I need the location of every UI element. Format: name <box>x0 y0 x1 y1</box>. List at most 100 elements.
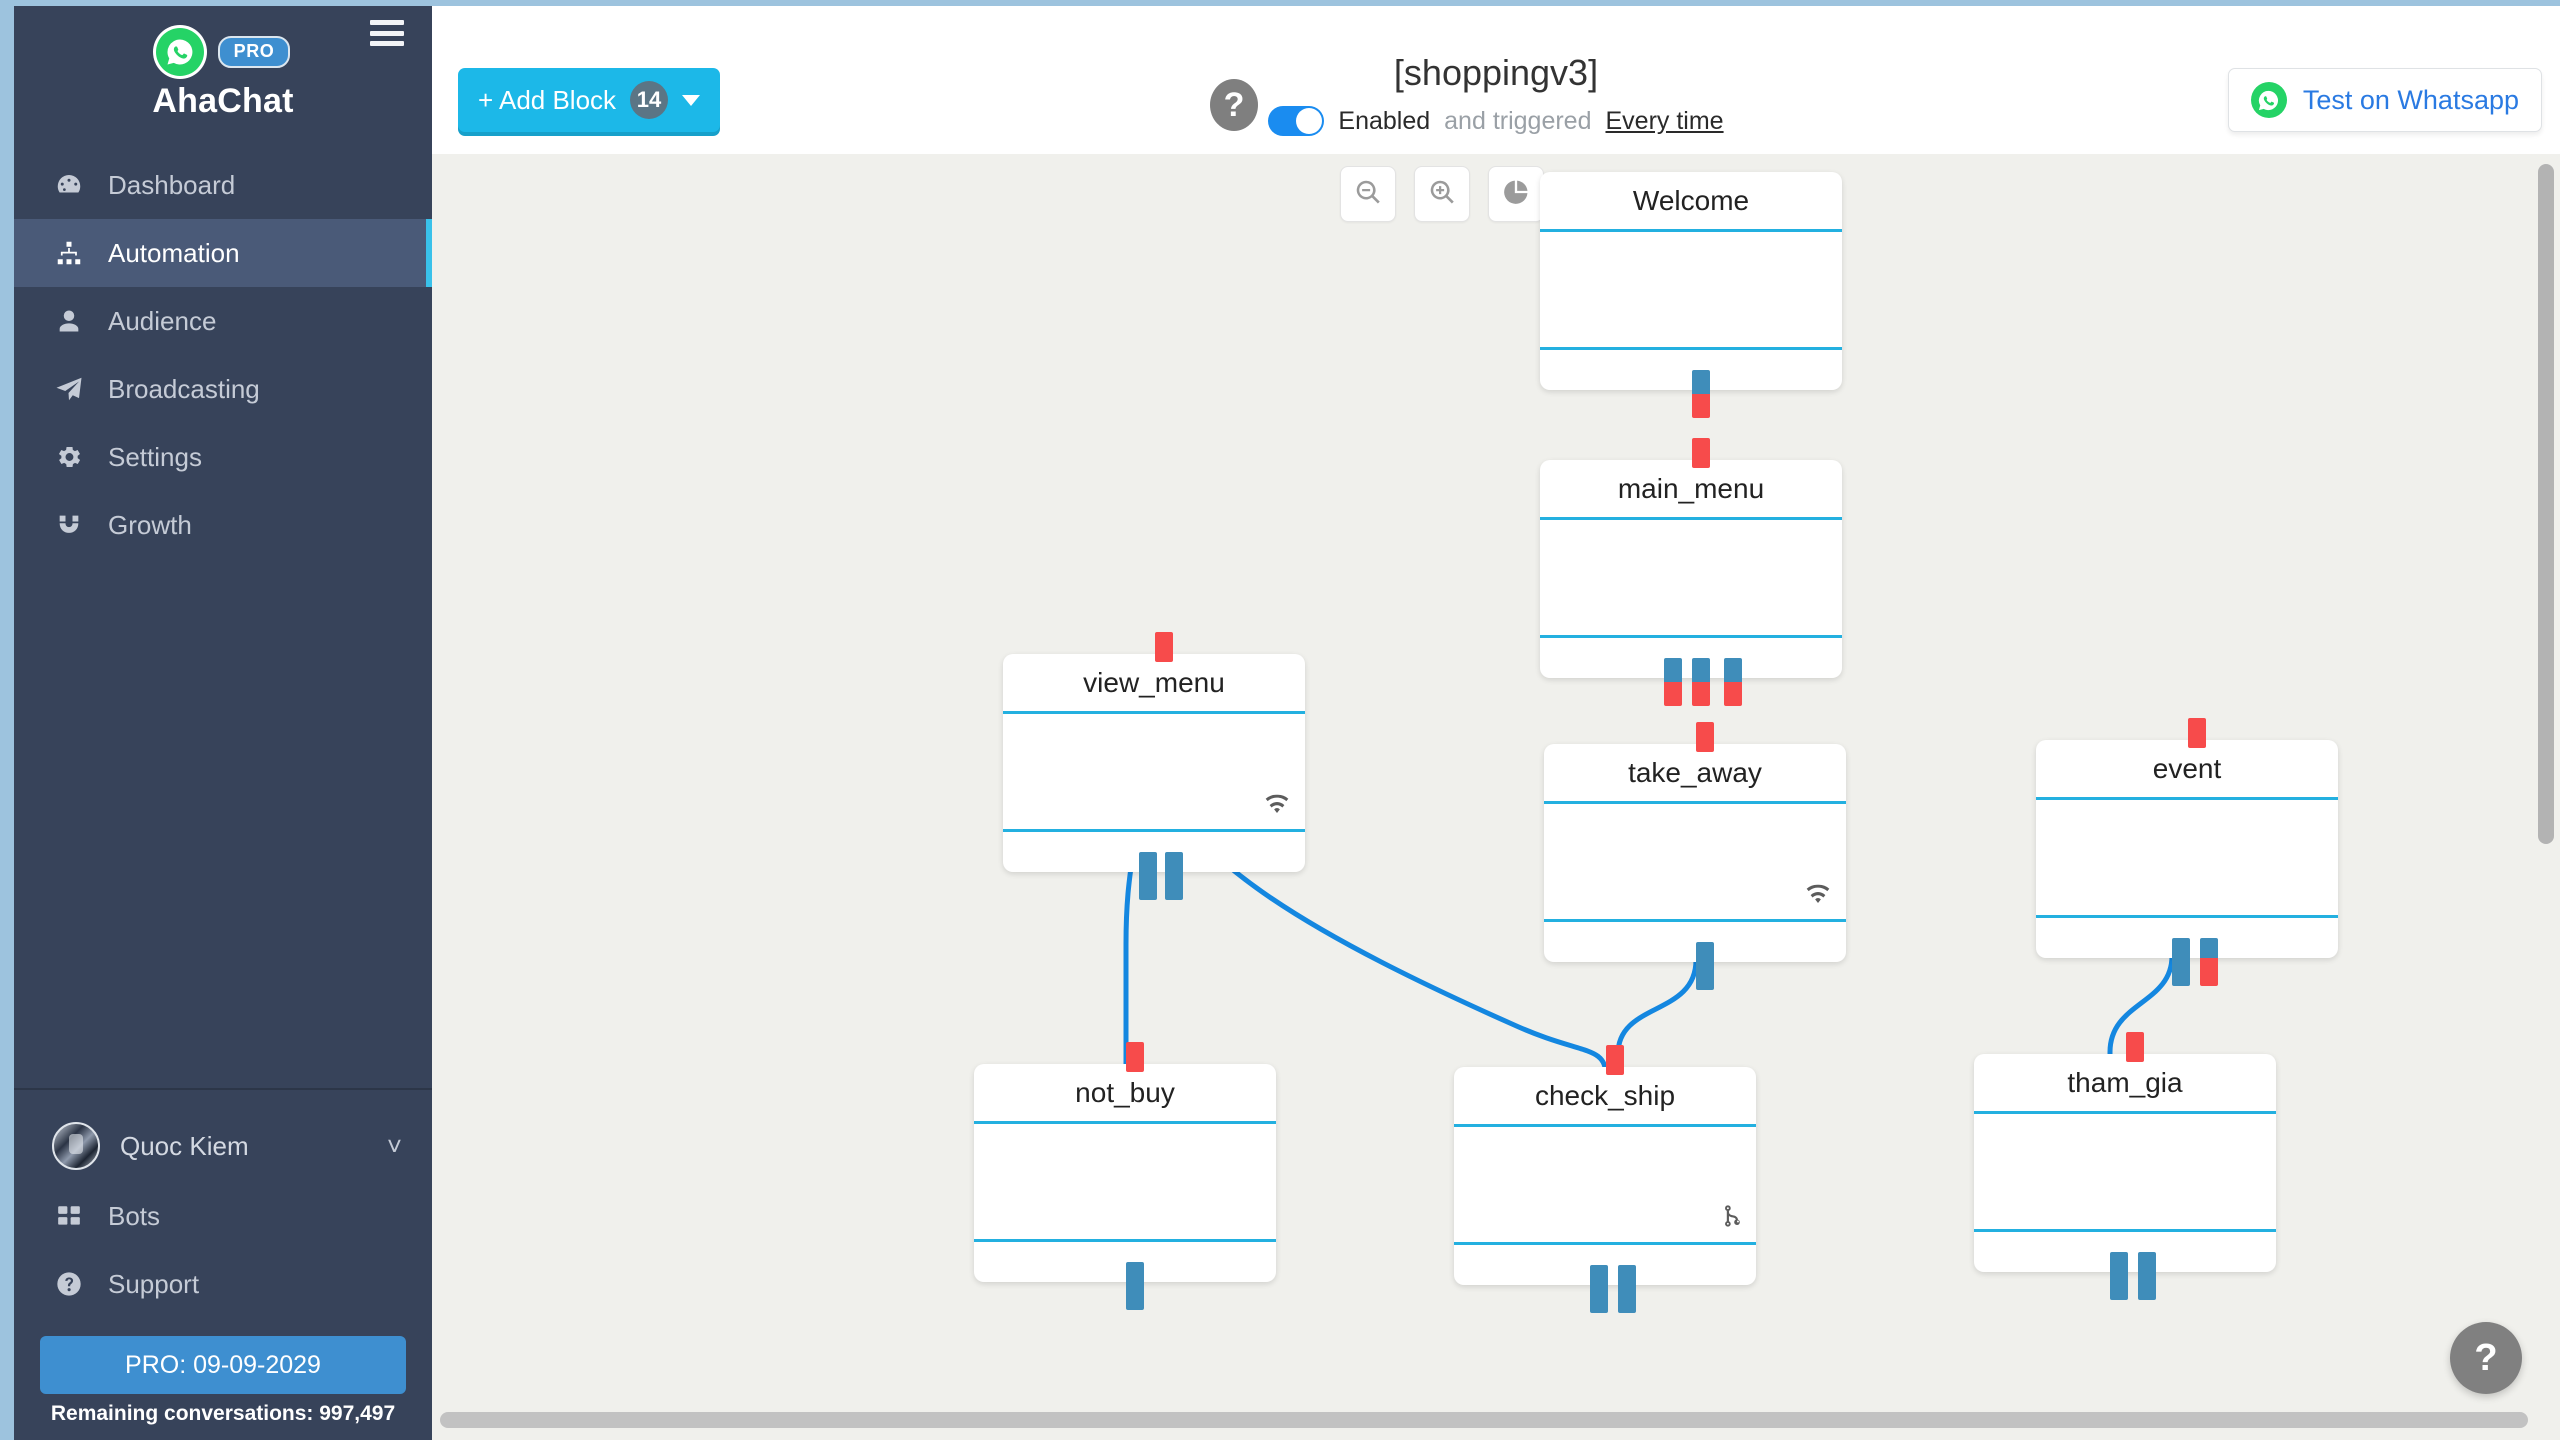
sidebar-item-label: Dashboard <box>108 170 235 201</box>
flow-node-output-port[interactable] <box>1165 852 1183 900</box>
zoom-toolbar <box>1340 166 1544 222</box>
flow-node-input-port[interactable] <box>1696 722 1714 752</box>
chevron-down-icon[interactable]: ˅ <box>387 1131 402 1162</box>
hamburger-icon[interactable] <box>370 20 404 46</box>
sidebar-footer: Quoc Kiem ˅ Bots Support PRO: 09-09-2029… <box>14 1088 432 1440</box>
flow-node-footer <box>1544 922 1846 962</box>
flow-node-check_ship[interactable]: check_ship <box>1454 1067 1756 1285</box>
wifi-icon <box>1263 794 1291 821</box>
sidebar-item-dashboard[interactable]: Dashboard <box>14 151 432 219</box>
sidebar-item-label: Automation <box>108 238 240 269</box>
flow-node-title: tham_gia <box>1974 1054 2276 1114</box>
wifi-icon <box>1804 884 1832 911</box>
flow-node-footer <box>1540 638 1842 678</box>
flow-node-title: not_buy <box>974 1064 1276 1124</box>
flow-node-output-port[interactable] <box>1692 658 1710 706</box>
flow-node-input-port[interactable] <box>1606 1045 1624 1075</box>
sidebar-item-audience[interactable]: Audience <box>14 287 432 355</box>
horizontal-scrollbar[interactable] <box>440 1412 2528 1428</box>
flow-node-input-port[interactable] <box>1126 1042 1144 1072</box>
magnifier-plus-icon <box>1427 177 1457 212</box>
code-branch-icon <box>1722 1203 1742 1234</box>
flow-node-output-port[interactable] <box>2138 1252 2156 1300</box>
profile-name: Quoc Kiem <box>120 1131 367 1162</box>
flow-canvas[interactable]: Welcome main_menu view_menu take_away event n… <box>432 154 2560 1440</box>
status-enabled-label: Enabled <box>1338 107 1430 136</box>
sidebar-item-support[interactable]: Support <box>14 1250 432 1318</box>
sidebar-item-growth[interactable]: Growth <box>14 491 432 559</box>
sidebar-item-label: Settings <box>108 442 202 473</box>
trigger-link[interactable]: Every time <box>1605 107 1723 136</box>
flow-node-title: check_ship <box>1454 1067 1756 1127</box>
flow-node-take_away[interactable]: take_away <box>1544 744 1846 962</box>
sidebar-item-label: Audience <box>108 306 216 337</box>
flow-node-body <box>1454 1127 1756 1245</box>
flow-node-body <box>974 1124 1276 1242</box>
flow-node-body <box>1540 232 1842 350</box>
sidebar-item-label: Bots <box>108 1201 160 1232</box>
pro-expiry-button[interactable]: PRO: 09-09-2029 <box>40 1336 406 1394</box>
flow-node-output-port[interactable] <box>2110 1252 2128 1300</box>
user-icon <box>52 306 86 336</box>
flow-node-output-port[interactable] <box>1126 1262 1144 1310</box>
flow-node-input-port[interactable] <box>2188 718 2206 748</box>
sidebar-item-settings[interactable]: Settings <box>14 423 432 491</box>
magnifier-minus-icon <box>1353 177 1383 212</box>
sidebar-nav: Dashboard Automation Audience Broadcasti… <box>14 151 432 559</box>
zoom-out-button[interactable] <box>1340 166 1396 222</box>
remaining-conversations: Remaining conversations: 997,497 <box>14 1402 432 1432</box>
whatsapp-icon <box>156 28 204 76</box>
floating-help-button[interactable]: ? <box>2450 1322 2522 1394</box>
topbar: + Add Block 14 ? [shoppingv3] Enabled an… <box>432 6 2560 154</box>
whatsapp-icon <box>2251 82 2287 118</box>
sidebar-header: PRO AhaChat <box>14 6 432 121</box>
flow-node-title: take_away <box>1544 744 1846 804</box>
main-area: + Add Block 14 ? [shoppingv3] Enabled an… <box>432 0 2560 1440</box>
sidebar-item-automation[interactable]: Automation <box>14 219 432 287</box>
status-middle-label: and triggered <box>1444 107 1591 136</box>
flow-node-title: view_menu <box>1003 654 1305 714</box>
flow-node-main_menu[interactable]: main_menu <box>1540 460 1842 678</box>
sidebar-item-label: Broadcasting <box>108 374 260 405</box>
flow-node-output-port[interactable] <box>1692 370 1710 418</box>
paper-plane-icon <box>52 374 86 404</box>
caret-down-icon[interactable] <box>682 95 700 106</box>
question-mark-icon: ? <box>2474 1337 2497 1380</box>
flow-node-body <box>2036 800 2338 918</box>
flow-node-view_menu[interactable]: view_menu <box>1003 654 1305 872</box>
flow-node-output-port[interactable] <box>1664 658 1682 706</box>
flow-node-output-port[interactable] <box>1696 942 1714 990</box>
flow-node-output-port[interactable] <box>2200 938 2218 986</box>
sidebar: PRO AhaChat Dashboard Automation Audienc… <box>0 0 432 1440</box>
chart-view-button[interactable] <box>1488 166 1544 222</box>
flow-node-tham_gia[interactable]: tham_gia <box>1974 1054 2276 1272</box>
gear-icon <box>52 442 86 472</box>
flow-node-event[interactable]: event <box>2036 740 2338 958</box>
zoom-in-button[interactable] <box>1414 166 1470 222</box>
question-circle-icon <box>52 1269 86 1299</box>
flow-node-output-port[interactable] <box>1590 1265 1608 1313</box>
flow-node-output-port[interactable] <box>1724 658 1742 706</box>
vertical-scrollbar[interactable] <box>2538 164 2554 844</box>
flow-node-output-port[interactable] <box>1139 852 1157 900</box>
sidebar-item-label: Growth <box>108 510 192 541</box>
flow-node-welcome[interactable]: Welcome <box>1540 172 1842 390</box>
enabled-toggle[interactable] <box>1268 106 1324 136</box>
flow-node-not_buy[interactable]: not_buy <box>974 1064 1276 1282</box>
sidebar-item-label: Support <box>108 1269 199 1300</box>
flow-node-output-port[interactable] <box>1618 1265 1636 1313</box>
flow-node-title: event <box>2036 740 2338 800</box>
sidebar-item-bots[interactable]: Bots <box>14 1182 432 1250</box>
test-on-whatsapp-button[interactable]: Test on Whatsapp <box>2228 68 2542 132</box>
brand-name: AhaChat <box>14 82 432 121</box>
flow-node-input-port[interactable] <box>2126 1032 2144 1062</box>
test-on-whatsapp-label: Test on Whatsapp <box>2303 85 2519 116</box>
flow-node-output-port[interactable] <box>2172 938 2190 986</box>
sidebar-item-broadcasting[interactable]: Broadcasting <box>14 355 432 423</box>
flow-node-input-port[interactable] <box>1692 438 1710 468</box>
pie-chart-icon <box>1502 178 1530 211</box>
flow-node-input-port[interactable] <box>1155 632 1173 662</box>
sitemap-icon <box>52 238 86 268</box>
sidebar-profile[interactable]: Quoc Kiem ˅ <box>14 1110 432 1182</box>
